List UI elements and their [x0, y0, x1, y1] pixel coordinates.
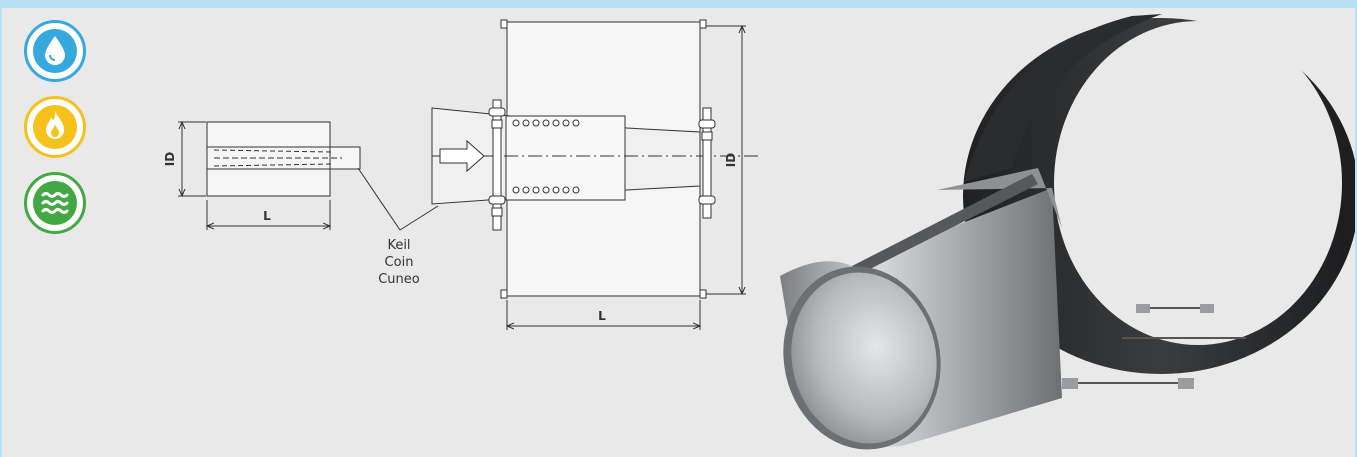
wedge-label-de: Keil: [387, 238, 410, 253]
technical-drawing: ID L Keil Coin Cuneo: [163, 14, 1355, 450]
large-dim-l-label: L: [598, 309, 606, 323]
large-dim-id-label: ID: [724, 153, 738, 167]
waves-icon: [24, 172, 86, 234]
small-side-view: [178, 122, 361, 230]
wedge-leader: [357, 167, 439, 231]
wedge-label-it: Cuneo: [378, 272, 420, 287]
wedge-label-fr: Coin: [385, 255, 414, 270]
small-dim-l-label: L: [263, 209, 271, 223]
large-section-view: [431, 19, 762, 330]
flame-icon: [24, 96, 86, 158]
water-drop-icon: [24, 20, 86, 82]
small-dim-id-label: ID: [163, 152, 177, 166]
product-image: [780, 14, 1355, 450]
